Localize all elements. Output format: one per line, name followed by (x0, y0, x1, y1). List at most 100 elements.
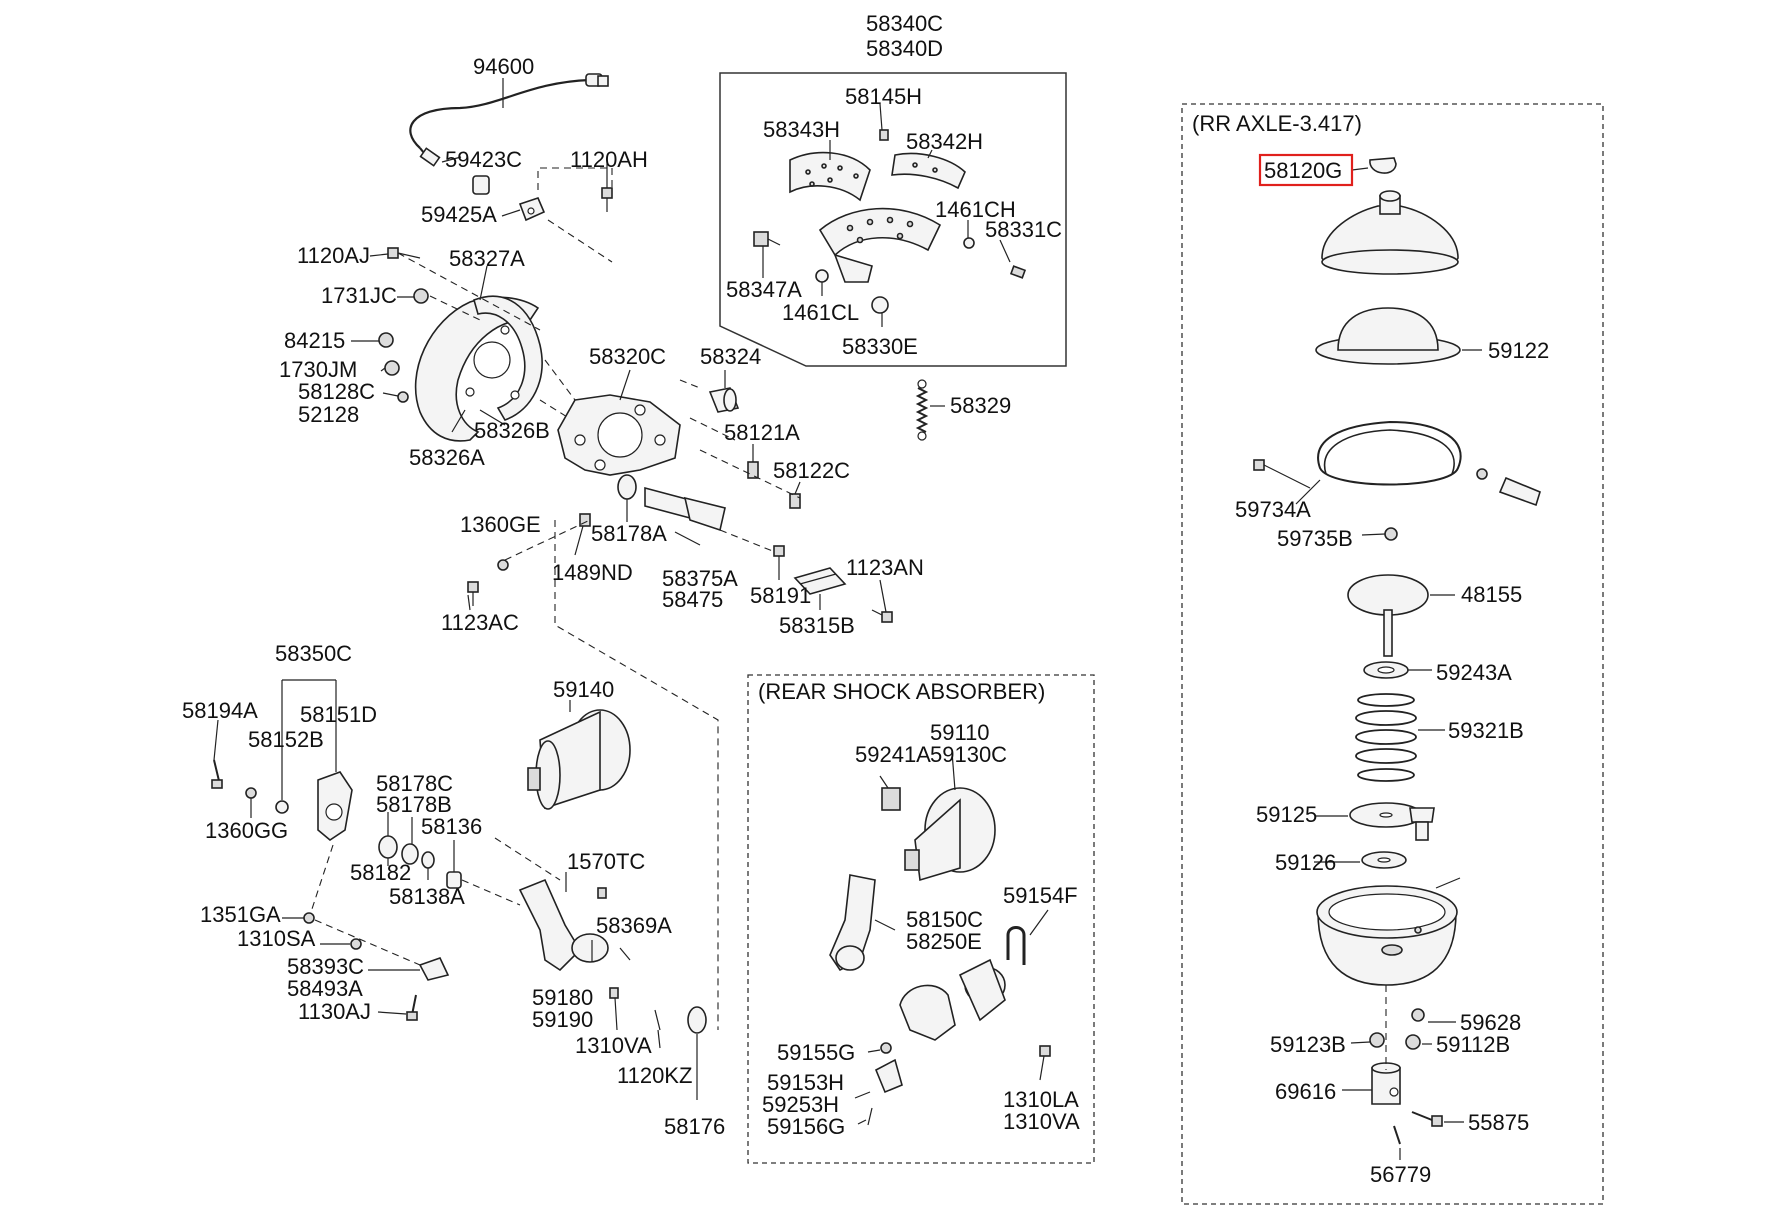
label-48155[interactable]: 48155 (1461, 582, 1522, 607)
label-1123an[interactable]: 1123AN (846, 555, 924, 580)
label-58369a[interactable]: 58369A (596, 913, 672, 938)
bolt-59155g[interactable] (880, 1042, 892, 1054)
label-58327a[interactable]: 58327A (449, 246, 525, 271)
camshaft-58375a[interactable] (644, 486, 726, 532)
label-58350c[interactable]: 58350C (275, 641, 352, 666)
nut-59735b[interactable] (1384, 527, 1398, 541)
lining-58342h[interactable] (891, 152, 966, 190)
piston-48155[interactable] (1347, 574, 1429, 657)
label-58340c[interactable]: 58340C (866, 11, 943, 36)
brake-backing-plate[interactable] (414, 295, 543, 442)
bolt-58194a[interactable] (211, 759, 223, 789)
plate-58315b[interactable] (793, 567, 847, 595)
washer-58128c[interactable] (397, 391, 409, 403)
label-58194a[interactable]: 58194A (182, 698, 258, 723)
label-58375a[interactable]: 58375A (662, 566, 738, 591)
cotter-56779[interactable] (1393, 1125, 1401, 1145)
label-58178b[interactable]: 58178B (376, 792, 452, 817)
washer-58182[interactable] (378, 835, 398, 859)
label-1310sa[interactable]: 1310SA (237, 926, 316, 951)
bracket-59253h[interactable] (874, 1058, 903, 1094)
label-59130c[interactable]: 59130C (930, 742, 1007, 767)
label-52128[interactable]: 52128 (298, 402, 359, 427)
label-59110[interactable]: 59110 (930, 720, 990, 745)
label-58331c[interactable]: 58331C (985, 217, 1062, 242)
label-84215[interactable]: 84215 (284, 328, 345, 353)
label-59155g[interactable]: 59155G (777, 1040, 855, 1065)
ring-58176[interactable] (687, 1006, 707, 1034)
sensor-bushing[interactable] (472, 175, 490, 195)
brake-spider-58320c[interactable] (557, 394, 681, 476)
ring-58138a[interactable] (421, 851, 435, 869)
label-56779[interactable]: 56779 (1370, 1162, 1431, 1187)
label-1120kz[interactable]: 1120KZ (617, 1063, 692, 1088)
label-1570tc[interactable]: 1570TC (567, 849, 645, 874)
pin-58347a[interactable] (753, 231, 781, 247)
ring-58178c[interactable] (401, 843, 419, 865)
bracket-58151d[interactable] (317, 771, 353, 841)
bushing-58152b[interactable] (275, 800, 289, 814)
diaphragm-59122[interactable] (1315, 307, 1461, 365)
label-1461cl[interactable]: 1461CL (782, 300, 859, 325)
nut-1310va[interactable] (609, 987, 619, 999)
clamp-link[interactable] (1476, 468, 1541, 507)
label-59156g[interactable]: 59156G (767, 1114, 845, 1139)
lining-58343h[interactable] (789, 151, 871, 202)
cap-58120g[interactable] (1369, 157, 1397, 174)
label-58136[interactable]: 58136 (421, 814, 482, 839)
label-58128c[interactable]: 58128C (298, 379, 375, 404)
spring-59321b[interactable] (1355, 693, 1417, 782)
nut-59112b[interactable] (1405, 1034, 1421, 1050)
clip-58122c[interactable] (789, 493, 801, 509)
chamber-59110[interactable] (904, 787, 996, 882)
label-58342h[interactable]: 58342H (906, 129, 983, 154)
housing-lower[interactable] (1316, 877, 1461, 986)
nut-1310la[interactable] (1039, 1045, 1051, 1057)
label-58176[interactable]: 58176 (664, 1114, 725, 1139)
label-1130aj[interactable]: 1130AJ (298, 999, 371, 1024)
bushing-1461ch[interactable] (963, 237, 975, 249)
label-1360gg[interactable]: 1360GG (205, 818, 288, 843)
label-94600[interactable]: 94600 (473, 54, 534, 79)
slack-adjuster-58150c[interactable] (829, 874, 876, 972)
label-59423c[interactable]: 59423C (445, 147, 522, 172)
bracket-58393c[interactable] (418, 957, 450, 981)
label-59321b[interactable]: 59321B (1448, 718, 1524, 743)
label-1489nd[interactable]: 1489ND (552, 560, 633, 585)
bolt-1120kz[interactable] (654, 1009, 661, 1031)
bolt-59734a[interactable] (1253, 459, 1311, 489)
label-58347a[interactable]: 58347A (726, 277, 802, 302)
label-58138a[interactable]: 58138A (389, 884, 465, 909)
label-59425a[interactable]: 59425A (421, 202, 497, 227)
washer-59628[interactable] (1411, 1008, 1425, 1022)
label-58178a[interactable]: 58178A (591, 521, 667, 546)
label-59140[interactable]: 59140 (553, 677, 614, 702)
label-1730jm[interactable]: 1730JM (279, 357, 357, 382)
return-spring-58329[interactable] (915, 379, 929, 441)
bracket-59153h[interactable] (899, 958, 1006, 1041)
label-59153h[interactable]: 59153H (767, 1070, 844, 1095)
label-58191[interactable]: 58191 (750, 583, 811, 608)
label-59735b[interactable]: 59735B (1277, 526, 1353, 551)
label-1120aj[interactable]: 1120AJ (297, 243, 370, 268)
bolt-1360ge[interactable] (497, 559, 509, 571)
washer-84215[interactable] (378, 332, 394, 348)
label-1123ac[interactable]: 1123AC (441, 610, 519, 635)
label-59123b[interactable]: 59123B (1270, 1032, 1346, 1057)
bolt-58191[interactable] (773, 545, 785, 568)
label-58152b[interactable]: 58152B (248, 727, 324, 752)
label-59112b[interactable]: 59112B (1436, 1032, 1510, 1057)
pin-1570tc[interactable] (597, 887, 607, 899)
label-58340d[interactable]: 58340D (866, 36, 943, 61)
label-58315b[interactable]: 58315B (779, 613, 855, 638)
lever-59180[interactable] (518, 878, 609, 972)
label-69616[interactable]: 69616 (1275, 1079, 1336, 1104)
label-58393c[interactable]: 58393C (287, 954, 364, 979)
nut-59123b[interactable] (1369, 1032, 1385, 1048)
bolt-1130aj[interactable] (406, 994, 418, 1021)
label-1461ch[interactable]: 1461CH (935, 197, 1016, 222)
label-59190[interactable]: 59190 (532, 1007, 593, 1032)
label-58250e[interactable]: 58250E (906, 929, 982, 954)
label-58326b[interactable]: 58326B (474, 418, 550, 443)
label-59180[interactable]: 59180 (532, 985, 593, 1010)
